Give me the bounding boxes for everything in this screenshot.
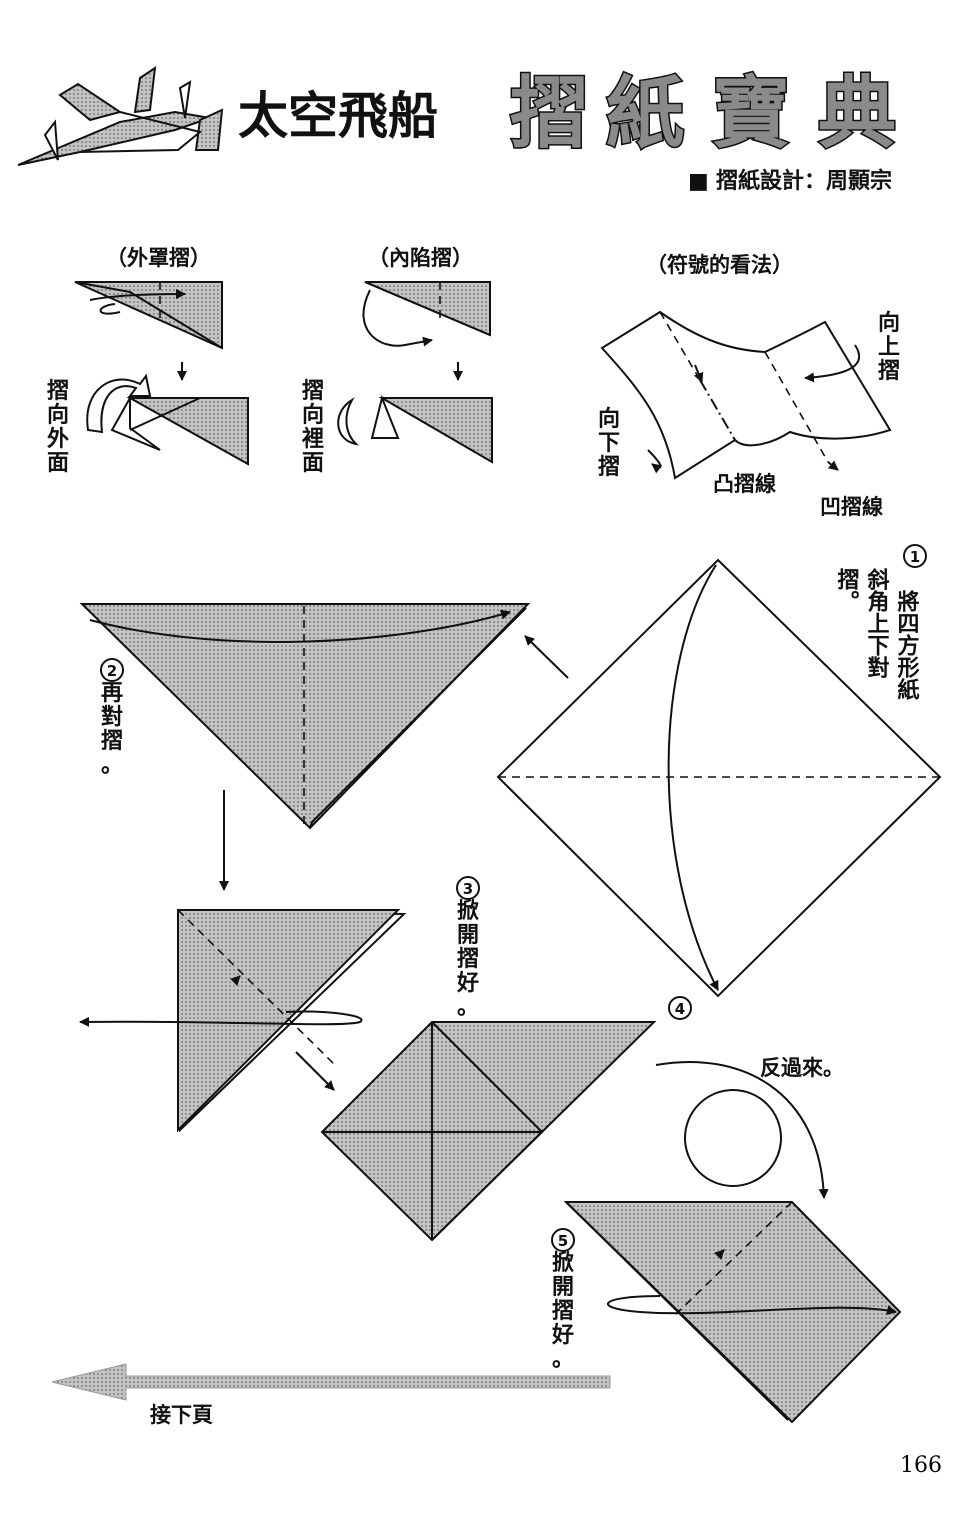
step-1-diagram <box>496 558 942 998</box>
turn-over-icon <box>655 1061 829 1199</box>
step-1-to-2-arrow <box>524 635 569 679</box>
title-big-char-1: 摺 <box>510 69 588 159</box>
outer-fold-title: （外罩摺） <box>106 246 211 270</box>
symbol-valley-label: 凹摺線 <box>820 495 883 519</box>
step-3-to-4-arrow <box>295 1051 335 1091</box>
inner-fold-side-4: 面 <box>302 451 324 476</box>
outer-fold-side-1: 摺 <box>47 379 69 404</box>
step-1-number-badge: 1 <box>903 544 927 568</box>
step-3-number-badge: 3 <box>456 876 480 900</box>
step-4-number-badge: 4 <box>668 996 692 1020</box>
step-3-text-5: 。 <box>457 995 479 1020</box>
credit-text: 摺紙設計：周顥宗 <box>716 168 892 194</box>
step-3-text-4: 好 <box>456 970 479 996</box>
symbol-fold-down-2: 下 <box>598 431 620 456</box>
step-3-text-1: 掀 <box>457 898 479 924</box>
step-1-col-2: 斜角上下對 <box>864 567 891 678</box>
svg-text:3: 3 <box>463 880 473 898</box>
next-page-label[interactable]: 接下頁 <box>150 1403 213 1427</box>
title-big-char-4: 典 <box>818 69 896 159</box>
credit-bullet: ■ <box>688 169 709 194</box>
step-5-text-5: 。 <box>552 1347 574 1372</box>
step-5-number-badge: 5 <box>551 1228 575 1252</box>
step-3-text-2: 開 <box>457 923 479 948</box>
inner-fold-title: （內陷摺） <box>368 246 473 270</box>
step-2-text-2: 對 <box>101 705 123 730</box>
symbol-mountain-label: 凸摺線 <box>713 472 776 496</box>
title-big-char-3: 寶 <box>712 69 790 159</box>
symbol-fold-down-1: 向 <box>598 406 620 432</box>
symbols-title: （符號的看法） <box>646 253 793 277</box>
inner-fold-diagram-bottom <box>370 394 493 464</box>
step-5-text-3: 摺 <box>552 1299 574 1324</box>
step-2-text-3: 摺 <box>101 729 123 754</box>
step-2-text-1: 再 <box>101 681 123 706</box>
outer-fold-curl-arrow-icon <box>86 373 152 434</box>
step-3-diagram <box>79 908 407 1133</box>
step-5-text-2: 開 <box>552 1275 574 1300</box>
outer-fold-diagram-bottom <box>110 394 249 466</box>
symbol-fold-up-2: 上 <box>878 335 900 360</box>
outer-fold-side-4: 面 <box>47 451 69 476</box>
step-2-number-badge: 2 <box>100 658 124 682</box>
step-4-text: 反過來。 <box>760 1056 844 1080</box>
symbol-fold-up-3: 摺 <box>878 359 900 384</box>
svg-text:2: 2 <box>107 662 117 680</box>
step-1-col-3: 摺。 <box>834 568 860 612</box>
outer-fold-side-3: 外 <box>47 426 69 452</box>
svg-text:5: 5 <box>558 1232 568 1250</box>
page-title: 太空飛船 <box>238 87 438 145</box>
svg-text:1: 1 <box>910 548 920 566</box>
step-3-text-3: 摺 <box>457 947 479 972</box>
step-1-col-1: 將四方形紙 <box>894 590 920 701</box>
svg-text:4: 4 <box>675 1000 685 1018</box>
step-5-diagram <box>563 1201 902 1424</box>
step-5-text-4: 好 <box>551 1322 574 1348</box>
step-4-diagram <box>320 1021 657 1242</box>
title-big-char-2: 紙 <box>606 69 684 159</box>
page-number: 166 <box>900 1453 942 1478</box>
step-2-diagram <box>79 603 531 830</box>
outer-fold-diagram-top <box>74 281 223 350</box>
inner-fold-side-2: 向 <box>302 402 324 428</box>
step-2-text-4: 。 <box>101 753 123 778</box>
inner-fold-side-1: 摺 <box>302 379 324 404</box>
step-1-text: 將四方形紙 斜角上下對 摺。 <box>834 567 920 701</box>
inner-fold-side-3: 裡 <box>301 426 324 452</box>
step-5-text-1: 掀 <box>552 1250 574 1276</box>
symbols-diagram <box>600 310 892 480</box>
symbol-fold-up-1: 向 <box>878 310 900 336</box>
next-page-arrow-icon[interactable] <box>51 1363 611 1401</box>
spaceship-logo-icon <box>17 65 224 166</box>
outer-fold-side-2: 向 <box>47 402 69 428</box>
symbol-fold-down-3: 摺 <box>598 455 620 480</box>
inner-fold-diagram-top <box>362 281 491 347</box>
inner-fold-curl-icon <box>337 397 359 446</box>
